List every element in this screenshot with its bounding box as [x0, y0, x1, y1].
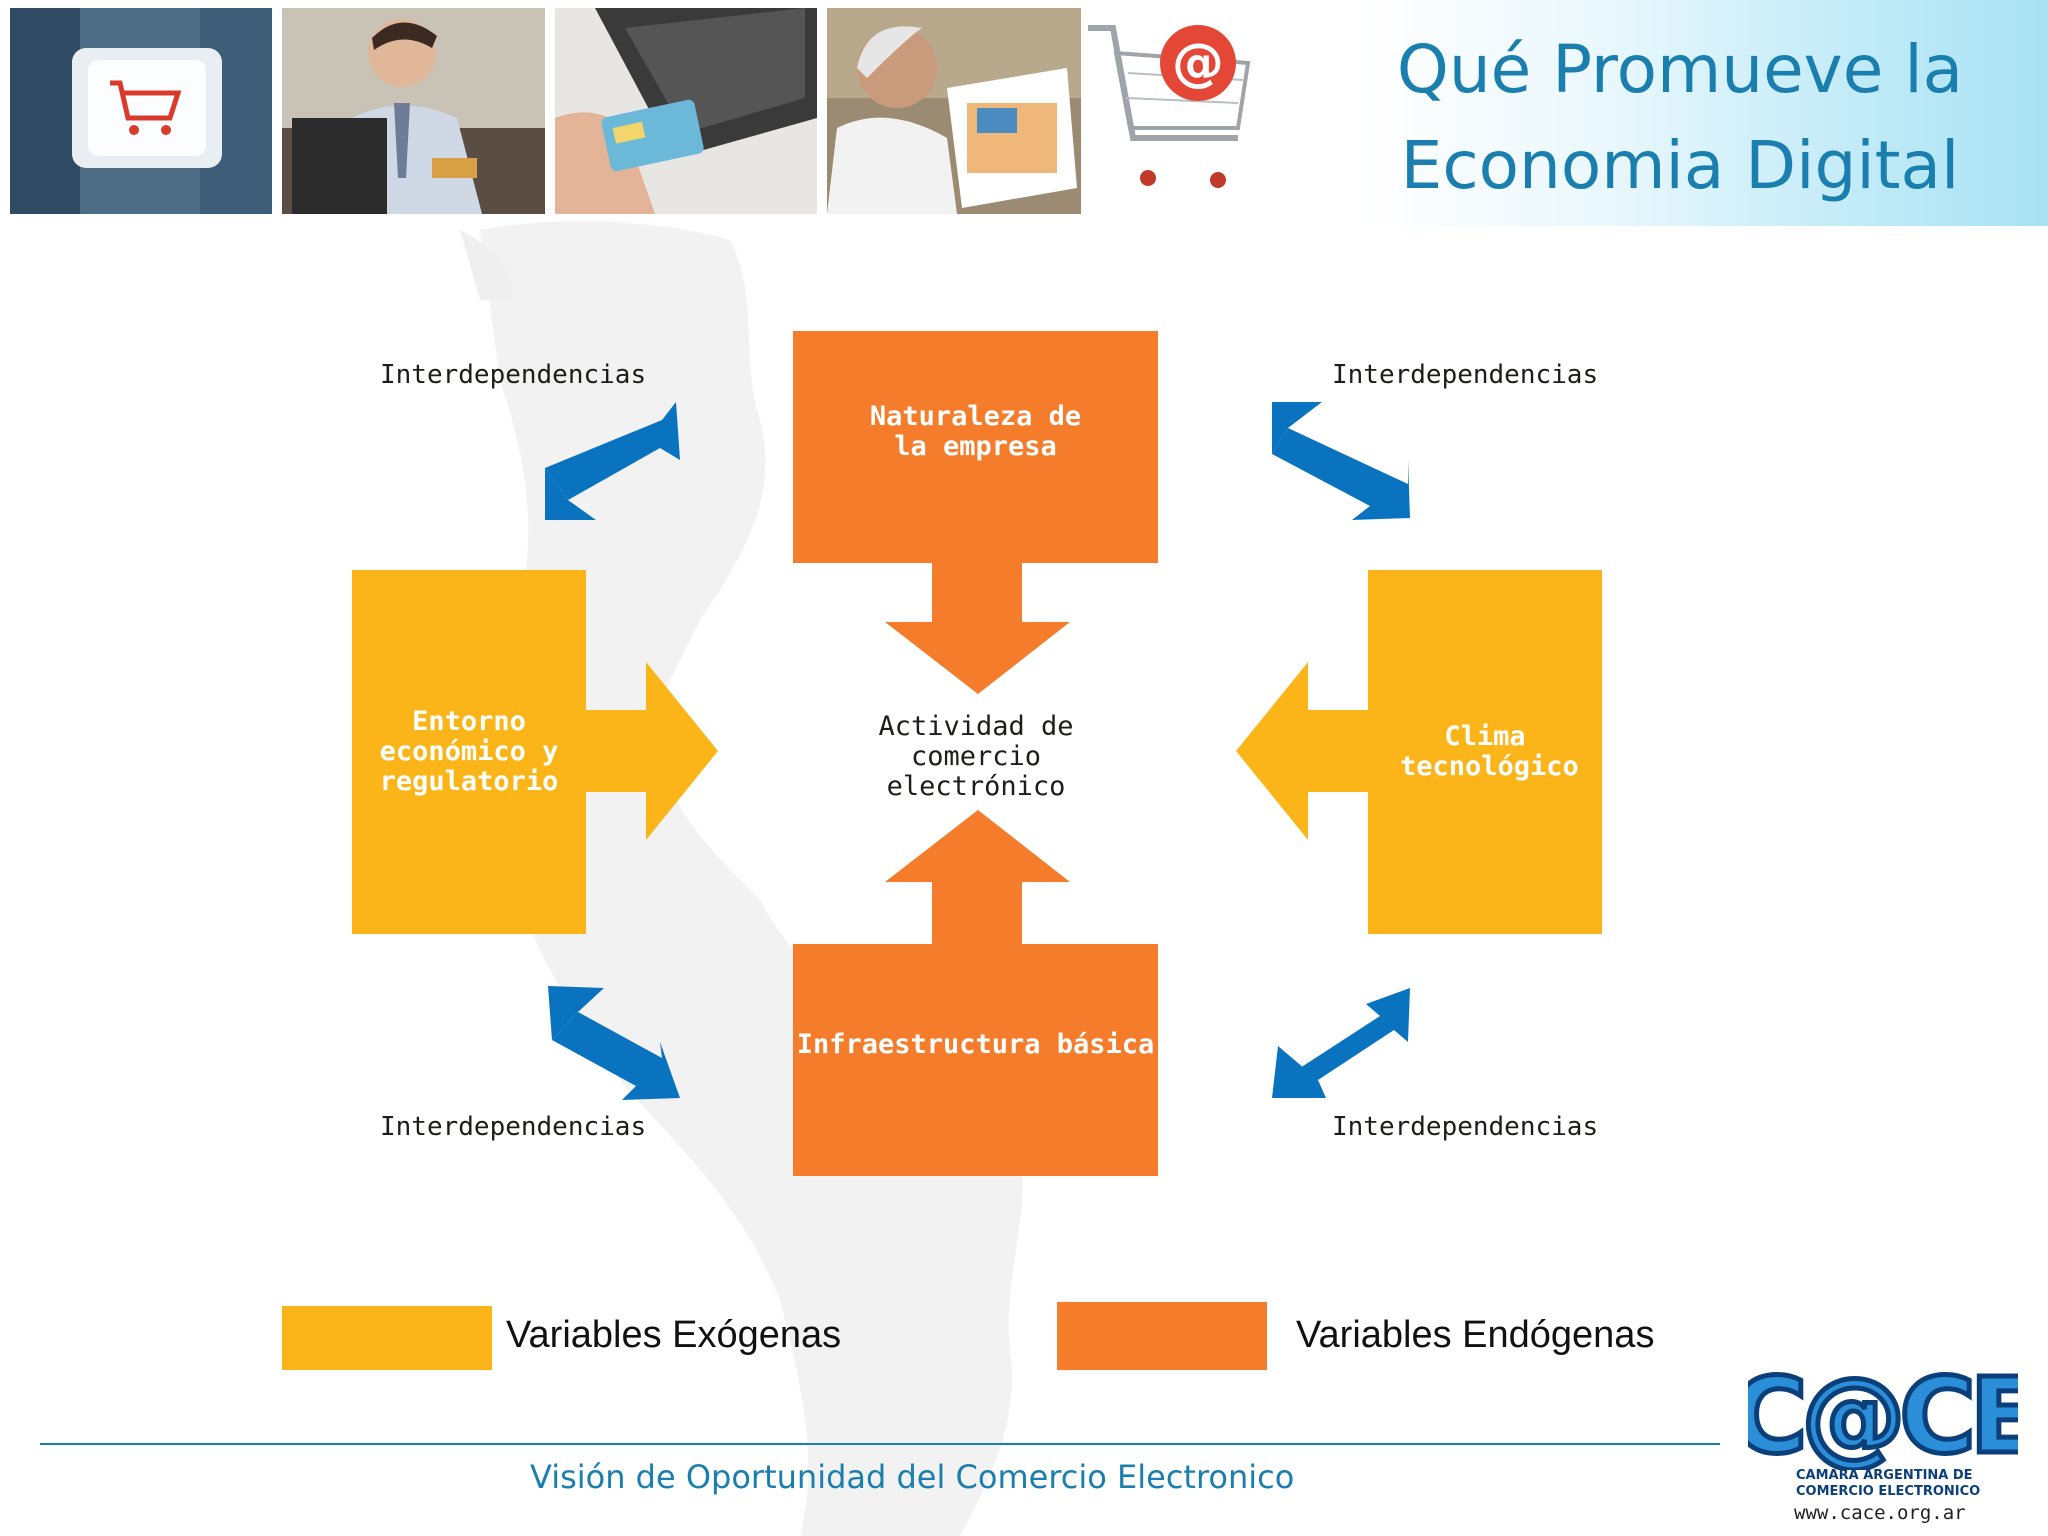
legend-swatch-exogenous	[282, 1306, 492, 1370]
svg-text:@: @	[1172, 33, 1224, 93]
cace-logo: C@CE CAMARA ARGENTINA DE COMERCIO ELECTR…	[1748, 1360, 2018, 1530]
legend-swatch-endogenous	[1057, 1302, 1267, 1370]
arrow-right-yellow	[584, 662, 718, 840]
box-clima-tecnologico: Clima tecnológico	[1368, 570, 1602, 934]
cace-logo-line2: COMERCIO ELECTRONICO	[1796, 1484, 1981, 1499]
cace-logo-url: www.cace.org.ar	[1794, 1502, 1966, 1524]
svg-text:C@CE: C@CE	[1748, 1360, 2018, 1470]
legend-label-exogenous: Variables Exógenas	[506, 1314, 842, 1356]
photo-man-credit-card	[282, 8, 545, 214]
footer-divider	[40, 1443, 1720, 1445]
interdependencias-top-right: Interdependencias	[1332, 360, 1599, 390]
box-naturaleza-empresa: Naturaleza de la empresa	[793, 331, 1158, 563]
box-naturaleza-empresa-label: Naturaleza de la empresa	[869, 401, 1082, 462]
double-arrow-bottom-left	[548, 986, 680, 1100]
interdependencias-top-left: Interdependencias	[380, 360, 647, 390]
box-entorno-economico: Entorno económico y regulatorio	[352, 570, 586, 934]
page-title: Qué Promueve la Economia Digital	[1360, 22, 2000, 214]
double-arrow-top-right	[1272, 402, 1410, 520]
photo-man-laptop	[827, 8, 1081, 214]
title-background	[1360, 0, 2048, 226]
legend-label-endogenous: Variables Endógenas	[1296, 1314, 1655, 1356]
photo-shopping-cart-at: @	[1088, 8, 1263, 214]
double-arrow-top-left	[545, 402, 680, 520]
box-clima-tecnologico-label: Clima tecnológico	[1400, 721, 1579, 782]
arrow-up-orange	[885, 810, 1070, 944]
box-infraestructura-basica: Infraestructura básica	[793, 944, 1158, 1176]
box-infraestructura-basica-label: Infraestructura básica	[796, 1029, 1155, 1060]
arrow-down-orange	[885, 562, 1070, 694]
footer-text: Visión de Oportunidad del Comercio Elect…	[530, 1458, 1295, 1496]
interdependencias-bottom-right: Interdependencias	[1332, 1112, 1599, 1142]
interdependencias-bottom-left: Interdependencias	[380, 1112, 647, 1142]
photo-keyboard-cart	[10, 8, 272, 214]
box-entorno-economico-label: Entorno económico y regulatorio	[379, 706, 559, 797]
title-line-2: Economia Digital	[1400, 127, 1960, 204]
photo-laptop-card	[555, 8, 817, 214]
cace-logo-line1: CAMARA ARGENTINA DE	[1796, 1468, 1973, 1483]
center-label: Actividad de comercio electrónico	[878, 711, 1074, 802]
arrow-left-yellow	[1236, 662, 1370, 840]
double-arrow-bottom-right	[1272, 988, 1410, 1098]
title-line-1: Qué Promueve la	[1396, 31, 1964, 108]
